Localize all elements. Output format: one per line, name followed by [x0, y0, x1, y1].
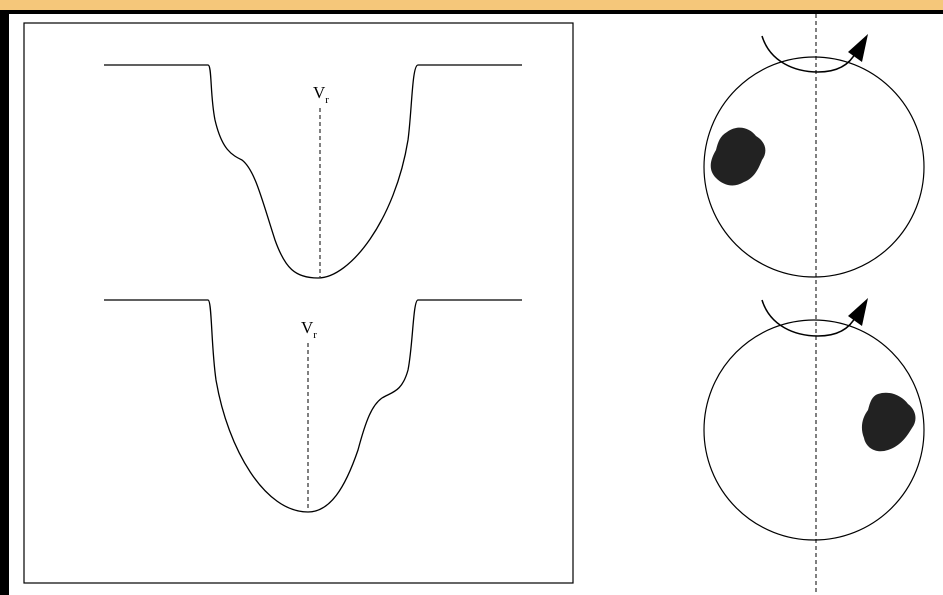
top-strip	[0, 0, 943, 10]
panel-background	[9, 14, 943, 595]
